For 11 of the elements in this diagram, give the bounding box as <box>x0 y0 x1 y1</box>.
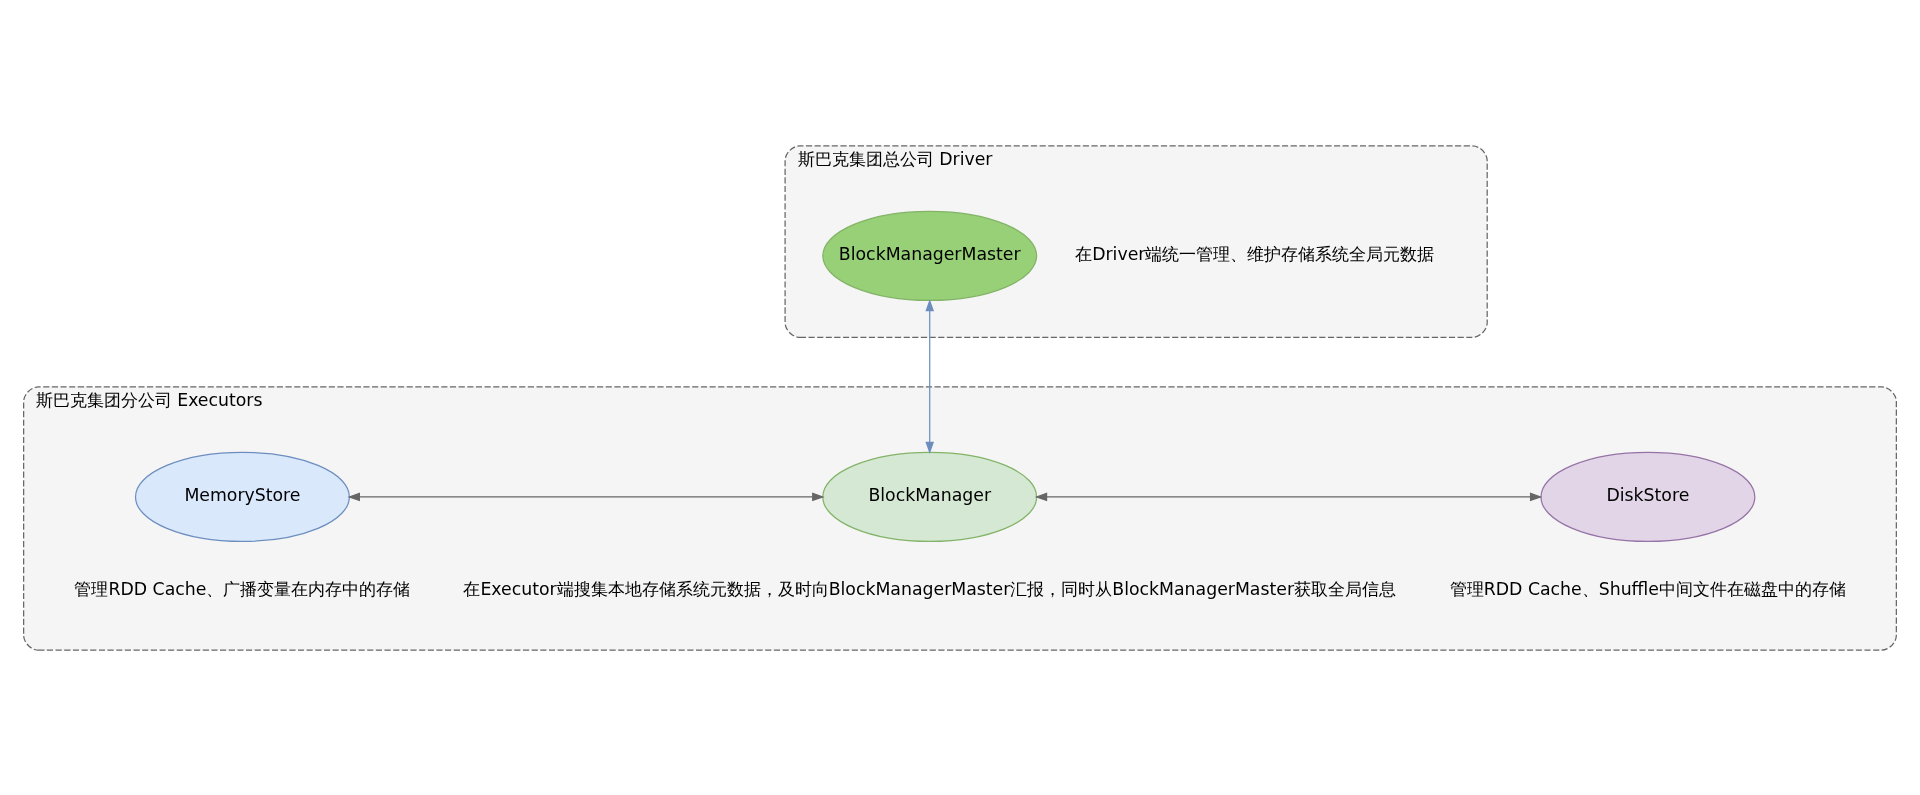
node-ellipse: BlockManager <box>822 451 1038 542</box>
arrow <box>347 492 825 501</box>
node-label: 管理RDD Cache、Shuffle中间文件在磁盘中的存储 <box>1449 578 1847 599</box>
arrow <box>925 298 935 454</box>
node-ellipse: DiskStore <box>1540 451 1756 542</box>
node-label: 在Driver端统一管理、维护存储系统全局元数据 <box>1075 243 1435 264</box>
node-label: 管理RDD Cache、广播变量在内存中的存储 <box>74 578 411 599</box>
node-ellipse: MemoryStore <box>134 451 350 542</box>
arrow <box>1034 492 1543 501</box>
node-ellipse: BlockManagerMaster <box>822 210 1038 301</box>
node-label: 在Executor端搜集本地存储系统元数据，及时向BlockManagerMaster汇报，同时从BlockManagerMaster获取全局信息 <box>463 578 1396 599</box>
